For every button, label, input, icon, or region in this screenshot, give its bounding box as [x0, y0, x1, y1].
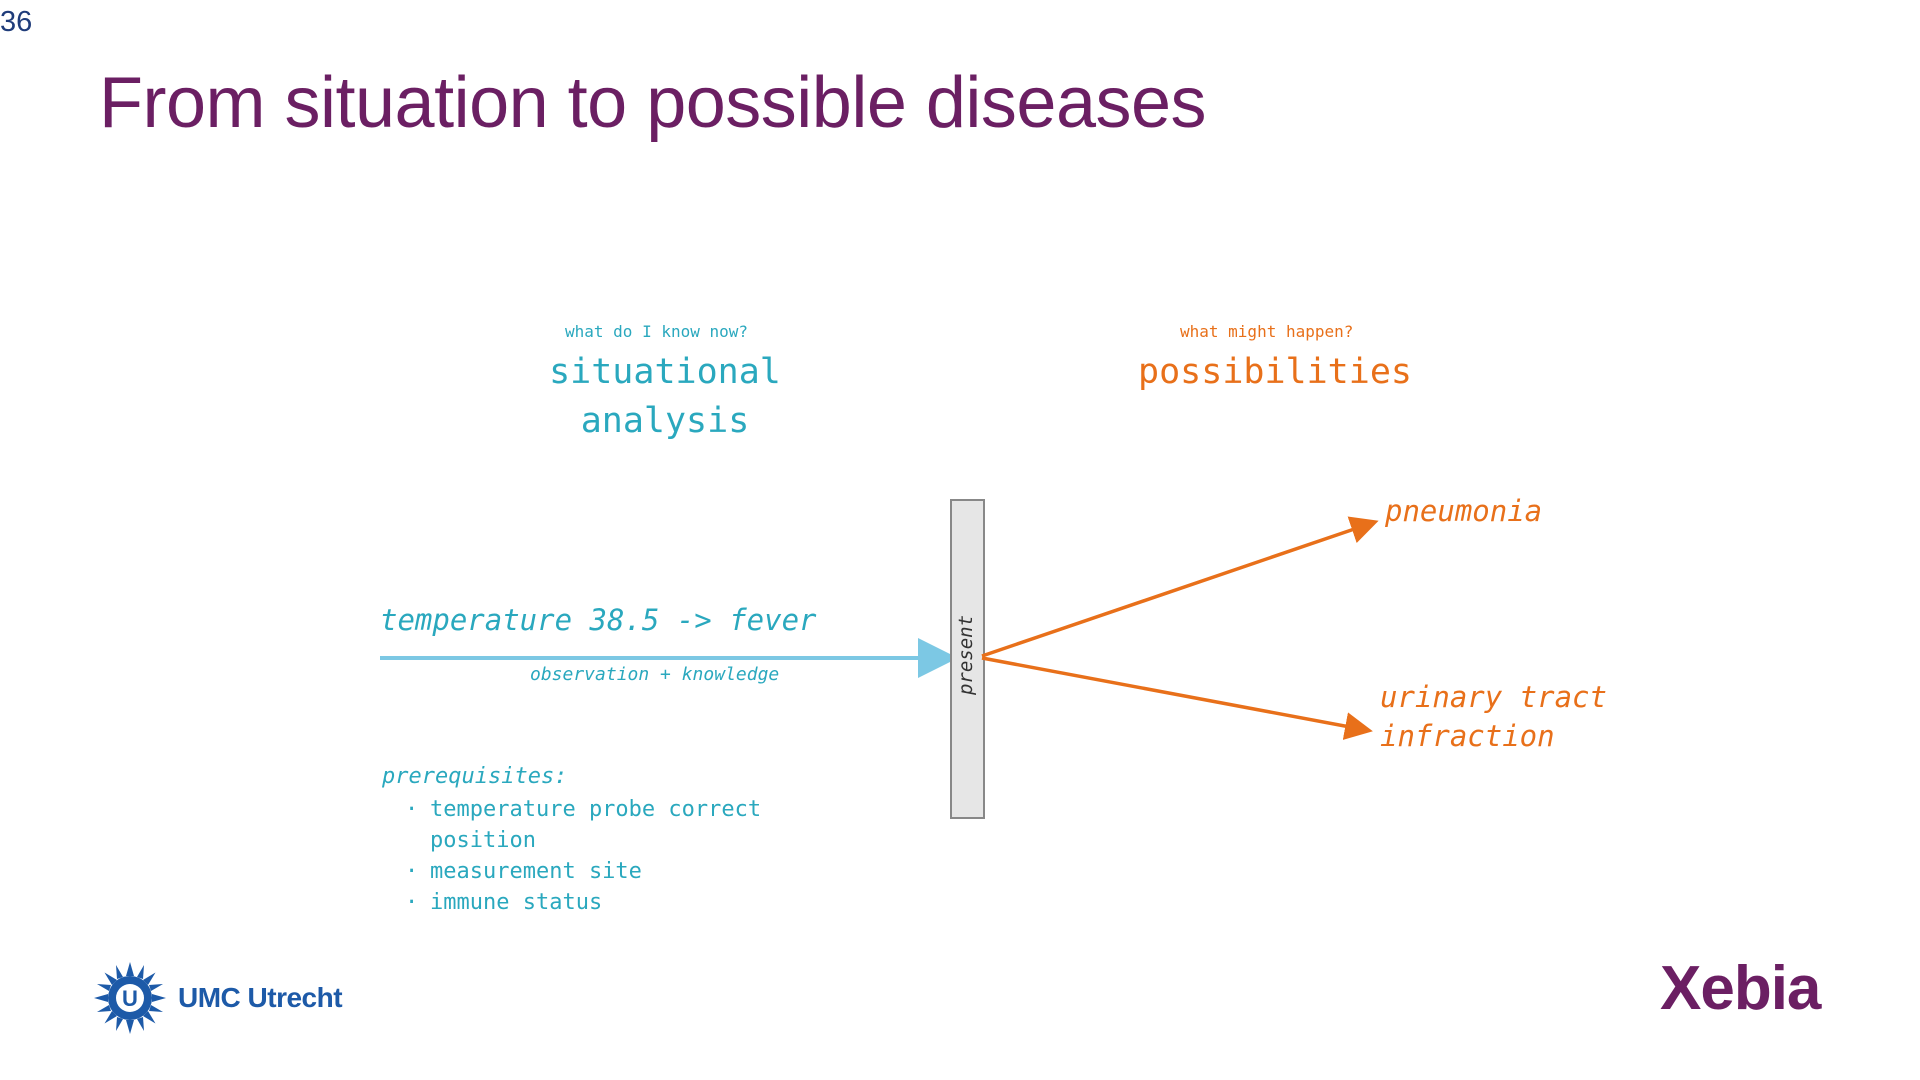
outcome-urinary-tract-infraction: urinary tract infraction — [1380, 680, 1607, 753]
umc-utrecht-wordmark: UMC Utrecht — [178, 982, 343, 1013]
reasoning-label: observation + knowledge — [530, 664, 780, 685]
observation-fact: temperature 38.5 -> fever — [380, 603, 817, 637]
bullet-icon: · — [405, 859, 419, 884]
right-question: what might happen? — [1180, 322, 1354, 341]
left-heading-line2: analysis — [580, 401, 750, 441]
umc-utrecht-logo: U UMC Utrecht — [92, 960, 343, 1036]
slide-number: 36 — [0, 6, 33, 38]
prerequisite-text: immune status — [430, 890, 603, 915]
outcome-pneumonia: pneumonia — [1385, 494, 1543, 528]
right-heading: possibilities — [1138, 352, 1412, 392]
prerequisite-text: measurement site — [430, 859, 642, 884]
present-divider — [950, 499, 985, 819]
umc-mark-letter: U — [122, 986, 138, 1011]
left-heading: situational analysis — [520, 348, 810, 446]
arrow-to-urinary-tract-infraction — [981, 656, 1373, 740]
prerequisites-list: · temperature probe correct position · mea… — [405, 794, 810, 918]
left-heading-line1: situational — [549, 352, 781, 392]
present-label: present — [955, 614, 977, 696]
slide-title: From situation to possible diseases — [99, 63, 1207, 143]
left-question: what do I know now? — [565, 322, 749, 341]
bullet-icon: · — [405, 797, 419, 822]
bullet-icon: · — [405, 890, 419, 915]
prerequisite-item: · immune status — [405, 887, 810, 918]
prerequisite-text: temperature probe correct position — [430, 797, 762, 853]
xebia-logo: Xebia — [1660, 954, 1821, 1023]
xebia-wordmark: Xebia — [1660, 954, 1821, 1023]
prerequisite-item: · measurement site — [405, 856, 810, 887]
umc-sun-icon: U — [94, 962, 166, 1034]
prerequisites-title: prerequisites: — [382, 764, 568, 789]
prerequisite-item: · temperature probe correct position — [405, 794, 810, 856]
arrow-to-pneumonia — [981, 516, 1379, 658]
